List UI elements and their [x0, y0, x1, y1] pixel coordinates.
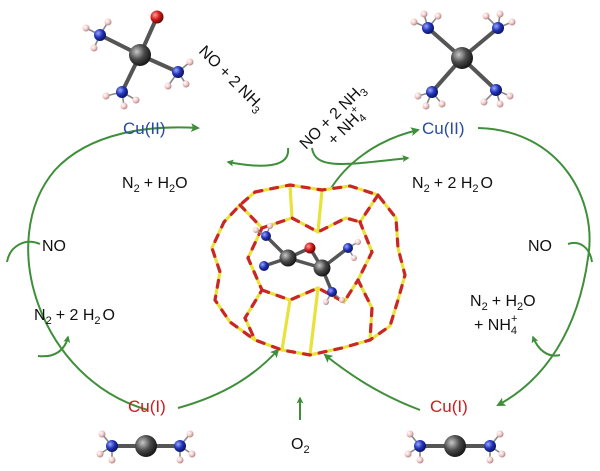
cu2-right-label: Cu(II)	[422, 119, 465, 138]
left-top-branch-arrow	[226, 147, 290, 167]
left-inner-arc-arrow	[177, 348, 280, 409]
right-no-branch	[567, 242, 593, 263]
top-left-copper-complex	[82, 10, 194, 110]
incoming-left-label: NO + 2 NH3	[193, 43, 267, 117]
right-top-branch-arrow	[311, 147, 410, 165]
right-outer-arc-arrow	[477, 127, 591, 406]
right-top-arc-arrow	[329, 127, 420, 191]
bottom-left-copper-complex	[96, 430, 196, 464]
right-bottom-branch-arrow	[531, 335, 561, 357]
left-cycle-arrows	[6, 123, 290, 411]
bottom-right-copper-complex	[404, 430, 506, 464]
product-right-label-line2: + NH4+	[474, 313, 517, 337]
cu1-left-label: Cu(I)	[128, 397, 166, 416]
caged-copper-dimer	[253, 223, 361, 305]
right-inner-arc-arrow	[323, 353, 421, 411]
left-outer-arc-arrow	[27, 123, 200, 411]
top-right-copper-complex	[410, 10, 516, 110]
no-left-label: NO	[42, 238, 66, 255]
cu1-right-label: Cu(I)	[430, 397, 468, 416]
right-cycle-arrows	[296, 127, 593, 420]
left-bottom-branch-arrow	[37, 335, 71, 358]
product-top-left-label: N2+ H2O	[122, 175, 188, 195]
cu2-left-label: Cu(II)	[123, 119, 166, 138]
no-right-label: NO	[528, 238, 552, 255]
o2-label: O2	[291, 436, 310, 456]
zeolite-cage	[210, 183, 407, 357]
product-right-label-line1: N2+ H2O	[470, 293, 536, 313]
left-no-branch	[6, 240, 41, 263]
